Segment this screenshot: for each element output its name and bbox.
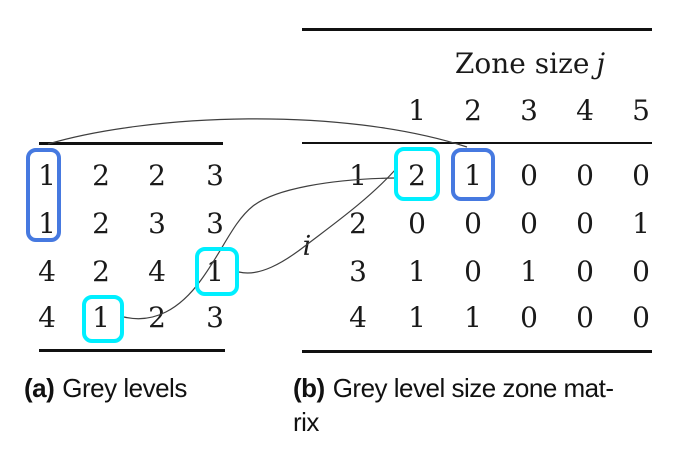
grey-cell: 4 (38, 255, 56, 288)
grey-cell: 2 (92, 159, 110, 192)
glszm-cell: 0 (520, 207, 538, 240)
glszm-cell: 2 (408, 159, 426, 192)
glszm-cell: 0 (632, 255, 650, 288)
caption-b-text-line1: Grey level size zone mat- (332, 373, 614, 403)
caption-a-label: (a) (24, 373, 55, 403)
glszm-cell: 0 (576, 255, 594, 288)
table-a-bottom-rule (39, 349, 225, 352)
grey-cell: 4 (148, 255, 166, 288)
grey-cell: 2 (148, 159, 166, 192)
table-b-top-rule (302, 28, 652, 31)
highlight-box-cyan-grey-zone-1 (195, 247, 239, 296)
glszm-row-header: 2 (349, 207, 367, 240)
caption-b-label: (b) (293, 373, 325, 403)
glszm-cell: 1 (632, 207, 650, 240)
glszm-cell: 0 (576, 159, 594, 192)
zone-size-var-j: j (596, 47, 606, 80)
highlight-box-cyan-matrix-cell (394, 147, 440, 201)
glszm-cell: 0 (464, 255, 482, 288)
row-axis-var-i: i (302, 231, 312, 262)
table-b-header-rule (302, 142, 652, 144)
glszm-cell: 1 (520, 255, 538, 288)
glszm-cell: 1 (464, 301, 482, 334)
table-b-bottom-rule (302, 350, 652, 353)
grey-cell: 1 (92, 301, 110, 334)
glszm-row-header: 3 (349, 255, 367, 288)
grey-cell: 3 (148, 207, 166, 240)
glszm-cell: 0 (464, 207, 482, 240)
grey-cell: 4 (38, 301, 56, 334)
grey-cell: 2 (92, 207, 110, 240)
caption-b-line1: (b)Grey level size zone mat- (293, 372, 614, 404)
highlight-box-cyan-grey-zone-2 (82, 295, 124, 343)
table-a-top-rule (39, 142, 223, 145)
caption-a-text: Grey levels (62, 373, 187, 403)
glszm-row-header: 1 (349, 159, 367, 192)
highlight-box-blue-matrix-cell (451, 148, 495, 201)
glszm-cell: 0 (520, 301, 538, 334)
highlight-box-blue-grey-zone (26, 148, 61, 242)
grey-cell: 3 (206, 301, 224, 334)
glszm-col-header: 2 (464, 94, 482, 127)
glszm-col-header: 1 (408, 94, 426, 127)
glszm-cell: 0 (576, 301, 594, 334)
glszm-col-header: 4 (576, 94, 594, 127)
caption-a: (a)Grey levels (24, 372, 187, 404)
glszm-row-header: 4 (349, 301, 367, 334)
glszm-col-header: 5 (632, 94, 650, 127)
grey-cell: 3 (206, 207, 224, 240)
caption-b-text-line2: rix (293, 407, 319, 437)
caption-b-line2: rix (293, 406, 319, 438)
glszm-cell: 0 (576, 207, 594, 240)
grey-cell: 1 (38, 207, 56, 240)
grey-cell: 3 (206, 159, 224, 192)
glszm-col-header: 3 (520, 94, 538, 127)
glszm-cell: 0 (632, 159, 650, 192)
zone-size-label: Zone size (454, 47, 590, 80)
grey-cell: 2 (92, 255, 110, 288)
glszm-cell: 0 (632, 301, 650, 334)
glszm-cell: 1 (408, 255, 426, 288)
grey-cell: 1 (38, 159, 56, 192)
glszm-cell: 0 (520, 159, 538, 192)
grey-cell: 2 (148, 301, 166, 334)
glszm-cell: 1 (408, 301, 426, 334)
glszm-cell: 1 (464, 159, 482, 192)
glszm-cell: 0 (408, 207, 426, 240)
